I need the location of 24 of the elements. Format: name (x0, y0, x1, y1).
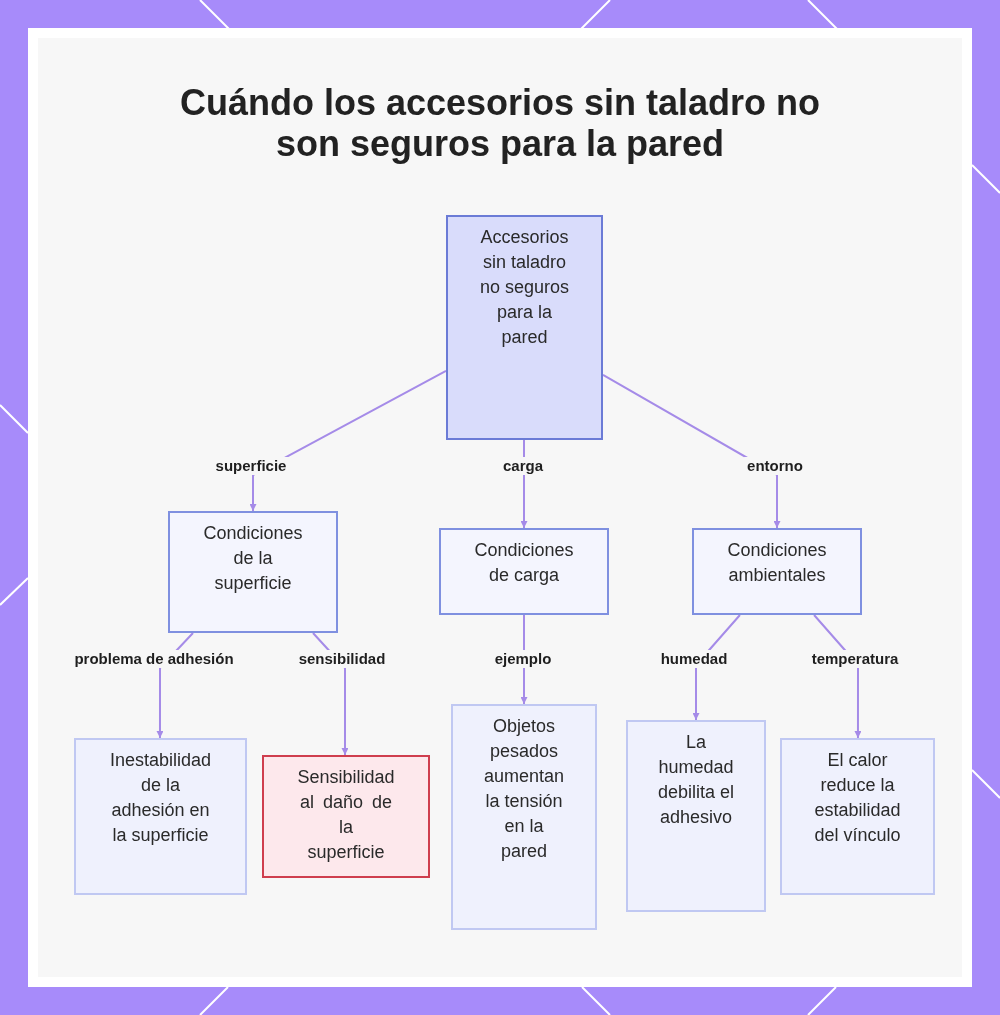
node-text: Condiciones ambientales (726, 539, 828, 587)
topic-box (446, 215, 603, 440)
node-text: Condiciones de carga (473, 539, 575, 587)
node-text: Objetos pesados aumentan la tensión en la pared (482, 715, 566, 863)
node-text: Condiciones de la superficie (202, 522, 304, 595)
title: Cuándo los accesorios sin taladro no son seguros para la pared (178, 82, 822, 164)
outcome-box (451, 704, 597, 930)
node-text: La humedad debilita el adhesivo (656, 731, 736, 829)
highlighted-box (262, 755, 430, 878)
category-box (692, 528, 862, 615)
node-text: Inestabilidad de la adhesión en la superficie (108, 749, 213, 847)
edge-label: entorno (744, 457, 806, 475)
connector-arrow (602, 374, 781, 529)
node-text: El calor reduce la estabilidad del vínculo (813, 749, 902, 847)
outcome-box (626, 720, 766, 912)
category-box (168, 511, 338, 633)
outcome-box (780, 738, 935, 895)
node-text: Sensibilidad al daño de la superficie (296, 766, 396, 864)
connector-arrow (813, 614, 862, 739)
node-text: Accesorios sin taladro no seguros para la pared (478, 226, 571, 349)
edge-label: temperatura (808, 650, 902, 668)
outcome-box (74, 738, 247, 895)
edge-label: carga (500, 457, 546, 475)
category-box (439, 528, 609, 615)
